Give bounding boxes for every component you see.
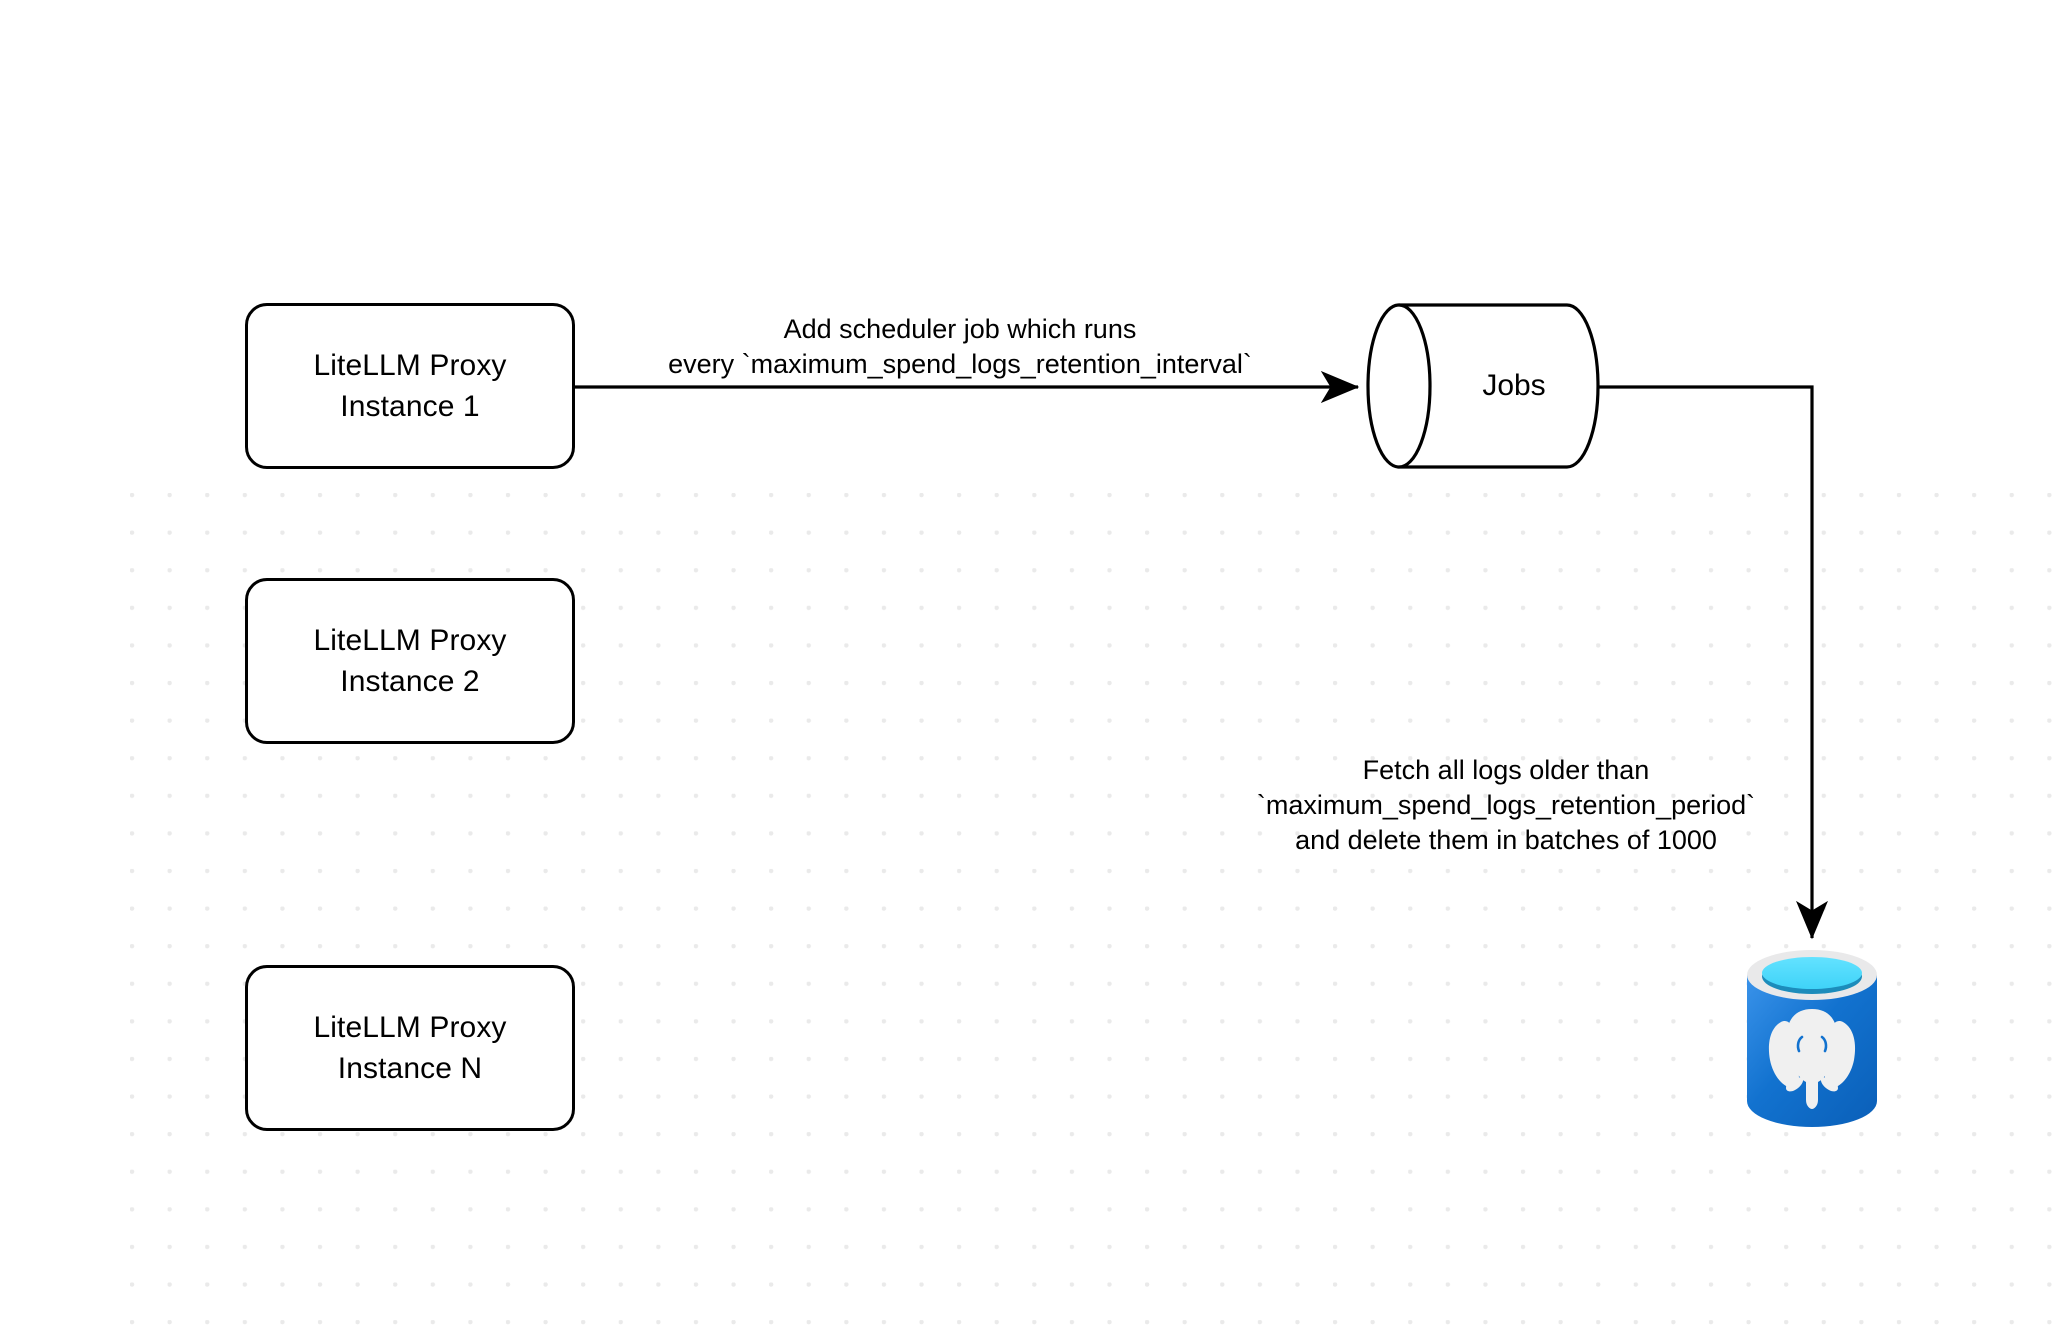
node-litellm-proxy-instance-1[interactable]: LiteLLM Proxy Instance 1 bbox=[245, 303, 575, 469]
node-litellm-proxy-instance-n[interactable]: LiteLLM Proxy Instance N bbox=[245, 965, 575, 1131]
jobs-label: Jobs bbox=[1482, 369, 1546, 402]
instance-2-line-2: Instance 2 bbox=[340, 665, 480, 698]
fetch-label-line-3: and delete them in batches of 1000 bbox=[1295, 825, 1717, 856]
instance-n-line-2: Instance N bbox=[337, 1052, 483, 1085]
cylinder-body bbox=[1397, 303, 1600, 469]
instance-1-line-1: LiteLLM Proxy bbox=[313, 348, 507, 382]
db-liquid-surface bbox=[1762, 957, 1862, 989]
instance-2-line-1: LiteLLM Proxy bbox=[313, 623, 507, 657]
scheduler-label-line-1: Add scheduler job which runs bbox=[783, 314, 1137, 344]
node-jobs-cylinder[interactable] bbox=[1366, 303, 1600, 469]
node-litellm-proxy-instance-2[interactable]: LiteLLM Proxy Instance 2 bbox=[245, 578, 575, 744]
fetch-label-line-2: `maximum_spend_logs_retention_period` bbox=[1256, 790, 1756, 821]
postgres-elephant-icon bbox=[1768, 1009, 1856, 1109]
fetch-label-line-1: Fetch all logs older than bbox=[1362, 755, 1650, 785]
scheduler-label-line-2: every `maximum_spend_logs_retention_inte… bbox=[668, 349, 1252, 380]
db-eye-details bbox=[1796, 1035, 1828, 1053]
edge-label-fetch-delete: Fetch all logs older than `maximum_spend… bbox=[1200, 753, 1812, 858]
instance-n-line-1: LiteLLM Proxy bbox=[313, 1010, 507, 1044]
postgresql-database-icon[interactable] bbox=[1744, 949, 1880, 1129]
edge-label-scheduler: Add scheduler job which runs every `maxi… bbox=[560, 312, 1360, 382]
instance-1-line-2: Instance 1 bbox=[340, 390, 480, 423]
cylinder-left-face bbox=[1366, 303, 1432, 469]
